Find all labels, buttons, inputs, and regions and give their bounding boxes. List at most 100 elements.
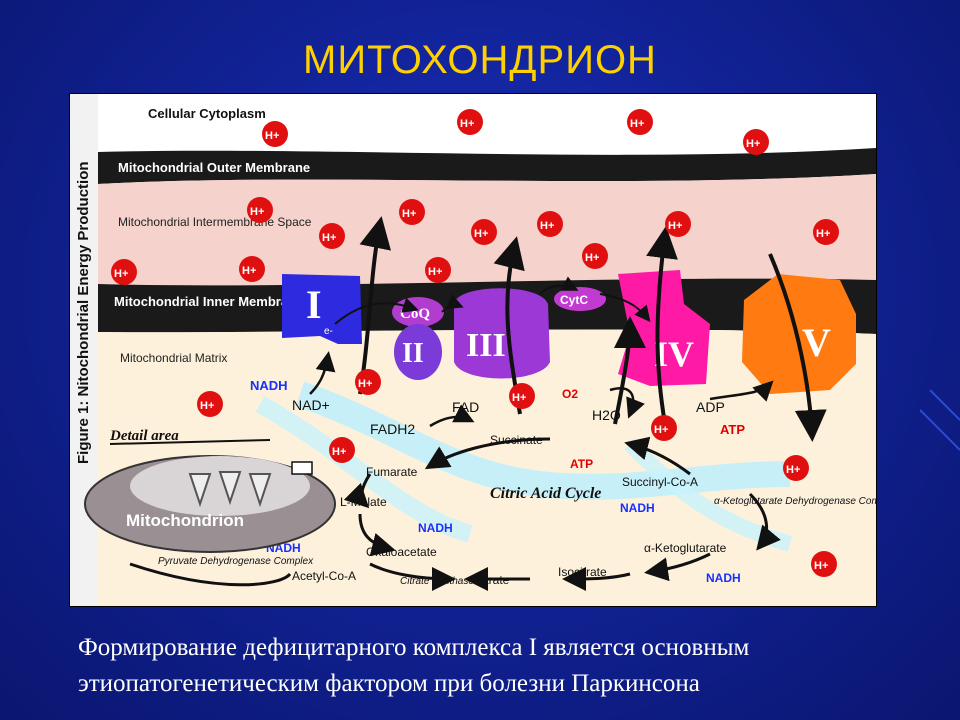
cycle-arrow [369,562,456,591]
cytoplasm-label: Cellular Cytoplasm [148,106,266,121]
proton-label: H+ [654,424,668,436]
cycle-arrow [644,552,711,582]
proton-label: H+ [585,252,599,264]
proton: H+ [537,211,563,237]
o2-label: O2 [562,387,578,401]
kgdh-label: α-Ketoglutarate Dehydrogenase Complex [714,496,876,507]
succinyl-coa-label: Succinyl-Co-A [622,475,698,489]
succinate-label: Succinate [490,433,543,447]
mitochondria-figure: Figure 1: Nitochondrial Energy Productio… [70,94,876,606]
fad-label: FAD [452,399,479,415]
proton-label: H+ [358,378,372,390]
h2o-label: H2O [592,407,621,423]
cycle-arrow [562,566,631,591]
oxaloacetate-label: Oxaloacetate [366,545,437,559]
proton: H+ [582,243,608,269]
complex-III: III [454,288,550,379]
caption-line-2: этиопатогенетическим фактором при болезн… [78,670,700,697]
proton: H+ [665,211,691,237]
proton: H+ [813,219,839,245]
complex-II: II [394,324,442,380]
proton: H+ [425,257,451,283]
proton-group: H+ H+ H+ H+ H+ H+ H+ H+ H+ H+ H+ H+ H+ H… [111,109,839,577]
proton: H+ [811,551,837,577]
proton-label: H+ [242,265,256,277]
cycle-atp-label: ATP [570,457,593,471]
complex-III-label: III [466,327,506,364]
proton: H+ [197,391,223,417]
proton-label: H+ [746,138,760,150]
proton: H+ [743,129,769,155]
nad-label: NAD+ [292,397,330,413]
malate-label: L-Malate [340,495,387,509]
cytc-label: CytC [560,293,588,307]
cycle-name-label: Citric Acid Cycle [490,485,601,502]
cycle-arrow [343,473,372,509]
pdh-arrow [129,562,292,587]
complex-V: V [742,274,856,394]
detail-underline [109,439,271,445]
proton: H+ [399,199,425,225]
proton: H+ [355,369,381,395]
inner-membrane-label: Mitochondrial Inner Membrane [114,294,303,309]
slide-caption: Формирование дефицитарного комплекса I я… [78,630,948,702]
cycle-arrow [358,513,396,557]
intermembrane-label: Mitochondrial Intermembrane Space [118,215,312,229]
cytc-carrier: CytC [554,287,606,311]
complex-IV-label: IV [654,334,694,374]
proton-label: H+ [816,228,830,240]
proton: H+ [319,223,345,249]
coq-carrier: CoQ [392,297,444,327]
outer-membrane-label: Mitochondrial Outer Membrane [118,160,310,175]
fumarate-label: Fumarate [366,465,418,479]
cycle-arrow [748,492,781,551]
slide-title: МИТОХОНДРИОН [303,38,657,82]
proton-label: H+ [668,220,682,232]
proton: H+ [457,109,483,135]
proton-label: H+ [814,560,828,572]
proton: H+ [329,437,355,463]
side-caption: Figure 1: Nitochondrial Energy Productio… [75,161,92,464]
proton-label: H+ [540,220,554,232]
proton: H+ [471,219,497,245]
proton: H+ [239,256,265,282]
proton: H+ [111,259,137,285]
electron-arrows [334,276,651,325]
adp-label: ADP [696,399,725,415]
proton-label: H+ [114,268,128,280]
acetyl-coa-label: Acetyl-Co-A [292,569,356,583]
mitochondrion-label: Mitochondrion [126,511,244,530]
decorative-lines [920,390,960,451]
proton-label: H+ [322,232,336,244]
figure-canvas: Figure 1: Nitochondrial Energy Productio… [70,94,876,606]
proton-label: H+ [630,118,644,130]
cycle-nadh-label: NADH [706,571,741,585]
matrix-label: Mitochondrial Matrix [120,351,227,365]
outer-membrane [98,148,876,184]
proton-label: H+ [460,118,474,130]
proton: H+ [509,383,535,409]
fadh2-label: FADH2 [370,421,415,437]
proton-label: H+ [428,266,442,278]
ketoglutarate-label: α-Ketoglutarate [644,541,727,555]
proton-label: H+ [786,464,800,476]
proton-label: H+ [402,208,416,220]
proton: H+ [627,109,653,135]
proton-label: H+ [250,206,264,218]
complex-V-label: V [802,320,831,365]
caption-line-1: Формирование дефицитарного комплекса I я… [78,634,750,661]
pdh-label: Pyruvate Dehydrogenase Complex [158,556,314,567]
mitochondrion-illustration: Detail area Mitochondrion [84,428,336,553]
complex-I-label: I [306,282,322,327]
proton-label: H+ [265,130,279,142]
complex-II-label: II [402,338,424,369]
proton-label: H+ [332,446,346,458]
proton: H+ [783,455,809,481]
cycle-nadh-label: NADH [620,501,655,515]
proton-label: H+ [200,400,214,412]
detail-box [291,461,313,475]
cycle-arrow [624,436,691,476]
citrate-label: Citrate [474,573,510,587]
proton-label: H+ [512,392,526,404]
cycle-arrow [424,437,551,470]
